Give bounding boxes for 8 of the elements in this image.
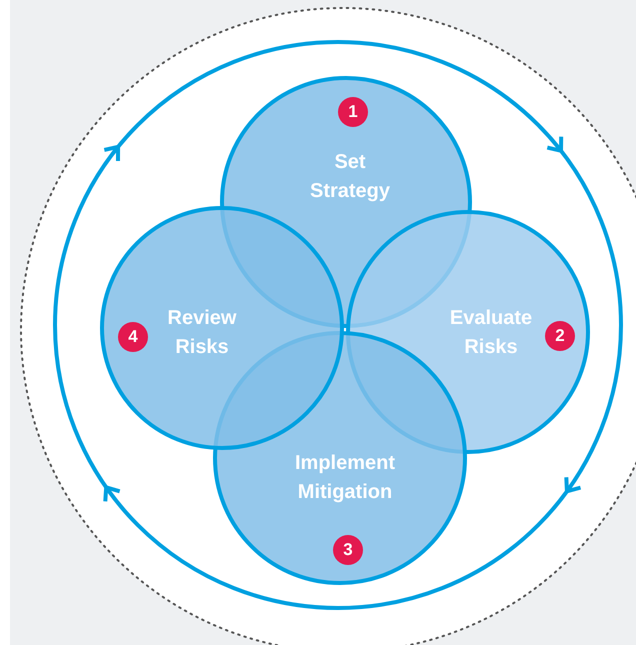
step-label: Evaluate Risks: [448, 306, 534, 360]
step-number: 2: [545, 321, 575, 351]
step-number: 1: [338, 97, 368, 127]
step-label: Implement Mitigation: [294, 451, 396, 505]
step-label: Set Strategy: [308, 150, 392, 204]
step-number: 3: [333, 535, 363, 565]
step-number: 4: [118, 322, 148, 352]
step-label: Review Risks: [166, 306, 238, 360]
